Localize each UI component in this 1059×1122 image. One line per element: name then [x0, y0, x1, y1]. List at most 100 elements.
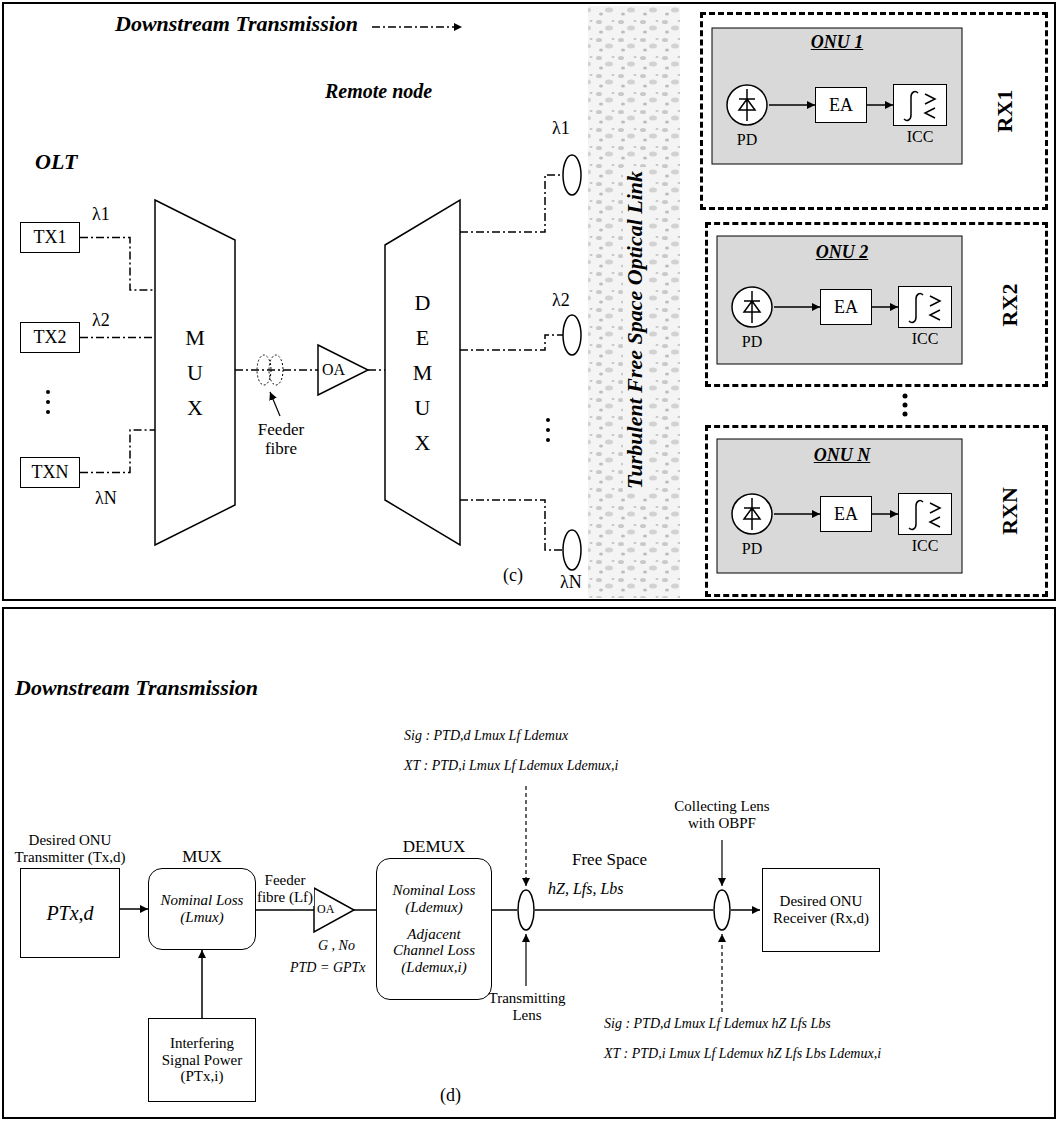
node-text: Interfering Signal Power (PTx,i) [149, 1035, 255, 1085]
fibre-line [460, 335, 563, 350]
comparator-symbol [925, 94, 935, 118]
comparator-symbol [930, 503, 940, 527]
annotation-label: (d) [440, 1085, 461, 1105]
lens [563, 315, 581, 355]
node-text: OA [317, 903, 334, 916]
node-text: EA [831, 504, 861, 524]
node-outline [730, 492, 774, 536]
photodiode: PD [725, 83, 769, 149]
amplifier-box: EA [815, 87, 867, 123]
onu-box: ONU 2RX2PDEAICC [705, 222, 1048, 387]
leader-line [721, 934, 722, 1012]
node-outline [899, 287, 953, 329]
annotation-label: λ1 [92, 204, 110, 224]
node-outline [725, 83, 769, 127]
amplifier-box: EA [820, 496, 872, 532]
node-text: EA [826, 95, 856, 115]
lens [563, 155, 581, 195]
node-text: ICC [884, 128, 956, 146]
annotation-label: Free Space [572, 850, 647, 869]
connector [256, 909, 314, 911]
node-text: RX1 [993, 90, 1018, 133]
annotation-label: λ2 [92, 310, 110, 330]
connector [872, 513, 898, 515]
lens [714, 890, 730, 930]
connector [867, 104, 893, 106]
connector [235, 369, 318, 371]
direction-arrow [372, 26, 462, 28]
trapezoid-outline [155, 200, 235, 545]
connector [201, 950, 203, 1018]
annotation-label: Collecting Lens with OBPF [664, 798, 780, 832]
annotation-label: Remote node [325, 80, 432, 102]
node-text: D E M U X [412, 285, 434, 460]
annotation-label: Downstream Transmission [115, 12, 358, 37]
connector [774, 306, 820, 308]
mux-box: MUXNominal Loss (Lmux) [148, 868, 256, 950]
transmitter-box: TXN [20, 457, 80, 488]
photodiode-circle [727, 85, 767, 125]
node-text: Adjacent Channel Loss (Ldemux,i) [377, 926, 491, 976]
panel-frame [3, 608, 1055, 1118]
node-text: MUX [162, 847, 242, 866]
onu-box: ONU NRXNPDEAICC [705, 425, 1048, 597]
interferer-box: Interfering Signal Power (PTx,i) [148, 1018, 256, 1102]
node-text: OA [322, 361, 345, 379]
transmitter-box: TX2 [20, 322, 80, 353]
annotation-label: OLT [35, 150, 77, 175]
trapezoid-outline [385, 200, 460, 545]
annotation-label: Transmitting Lens [482, 990, 572, 1024]
transmitter-box: Desired ONU Transmitter (Tx,d)PTx,d [20, 868, 120, 958]
node-text: Nominal Loss (Lmux) [149, 892, 255, 926]
connector [120, 908, 148, 910]
integrator-box: ICC [893, 84, 947, 126]
annotation-label: hZ, Lfs, Lbs [548, 880, 624, 898]
receiver-box: Desired ONU Receiver (Rx,d) [762, 868, 880, 952]
diode-symbol [744, 498, 760, 530]
amplifier-triangle: OA [314, 888, 354, 932]
node-outline [899, 494, 953, 536]
integrator-symbol [909, 501, 923, 530]
lens [563, 530, 581, 570]
node-text: Nominal Loss (Ldemux) [377, 882, 491, 916]
fibre-line [460, 175, 563, 232]
edge-label: Feeder fibre (Lf) [256, 872, 314, 906]
node-text: ONU N [717, 445, 967, 465]
node-text: M U X [184, 320, 206, 425]
annotation-label: G , No [318, 938, 355, 954]
connector [80, 430, 155, 472]
annotation-label: λN [95, 488, 117, 508]
node-text: ONU 1 [712, 32, 962, 52]
amplifier-triangle: OA [318, 345, 368, 395]
node-text: TX2 [31, 327, 70, 347]
node-text: DEMUX [384, 837, 484, 856]
integrator-box: ICC [898, 493, 952, 535]
integrator-symbol [904, 92, 918, 121]
node-text: ICC [889, 537, 961, 555]
photodiode: PD [730, 285, 774, 351]
connector [872, 306, 898, 308]
annotation-label: XT : PTD,i Lmux Lf Ldemux hZ Lfs Lbs Lde… [604, 1046, 881, 1062]
node-outline [894, 85, 948, 127]
annotation-label: Turbulent Free Space Optical Link [623, 167, 648, 493]
annotation-label: λ1 [552, 118, 570, 138]
leader-line [525, 934, 526, 986]
diode-symbol [739, 89, 755, 121]
node-text: TX1 [31, 227, 70, 247]
leader-line [525, 786, 526, 886]
triangle-outline [318, 345, 368, 395]
mux-trapezoid: M U X [155, 200, 235, 545]
node-text: PD [730, 333, 774, 351]
connector [80, 237, 155, 290]
integrator-symbol [909, 294, 923, 323]
turbulence-band [588, 6, 680, 598]
node-text: PD [725, 131, 769, 149]
comparator-symbol [930, 296, 940, 320]
annotation-label: Sig : PTD,d Lmux Lf Ldemux [404, 728, 568, 744]
connector [368, 369, 385, 371]
annotation-label: λ2 [552, 290, 570, 310]
connector [774, 513, 820, 515]
node-text: Desired ONU Receiver (Rx,d) [763, 893, 879, 927]
transmitter-box: TX1 [20, 222, 80, 253]
